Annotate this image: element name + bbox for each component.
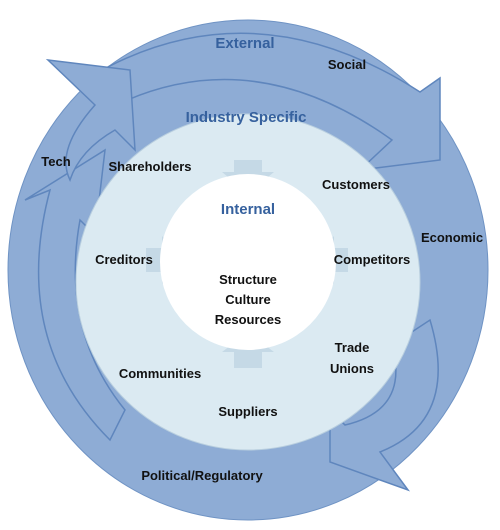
internal-item: Resources xyxy=(215,312,281,327)
cycle-arrows xyxy=(24,32,441,492)
cycle-arrow-bottom-right xyxy=(329,318,439,492)
cycle-arrow-left xyxy=(24,148,126,442)
cycle-arrow-top-left xyxy=(45,58,136,182)
stakeholder-trade-line1: Trade xyxy=(335,340,370,355)
stakeholder-shareholders: Shareholders xyxy=(108,159,191,174)
stakeholder-customers: Customers xyxy=(322,177,390,192)
stakeholder-creditors: Creditors xyxy=(95,252,153,267)
internal-item: Structure xyxy=(219,272,277,287)
internal-title: Internal xyxy=(221,201,275,218)
stakeholder-trade-line2: Unions xyxy=(330,361,374,376)
stakeholder-communities: Communities xyxy=(119,366,201,381)
industry-title: Industry Specific xyxy=(186,109,307,126)
factor-economic: Economic xyxy=(421,230,483,245)
factor-social: Social xyxy=(328,57,366,72)
factor-political: Political/Regulatory xyxy=(141,468,263,483)
factor-tech: Tech xyxy=(41,154,70,169)
internal-item: Culture xyxy=(225,292,271,307)
internal-circle xyxy=(160,174,336,350)
stakeholder-suppliers: Suppliers xyxy=(218,404,277,419)
cycle-arrow-top-right xyxy=(86,32,441,172)
stakeholder-competitors: Competitors xyxy=(334,252,411,267)
external-title: External xyxy=(215,35,274,52)
